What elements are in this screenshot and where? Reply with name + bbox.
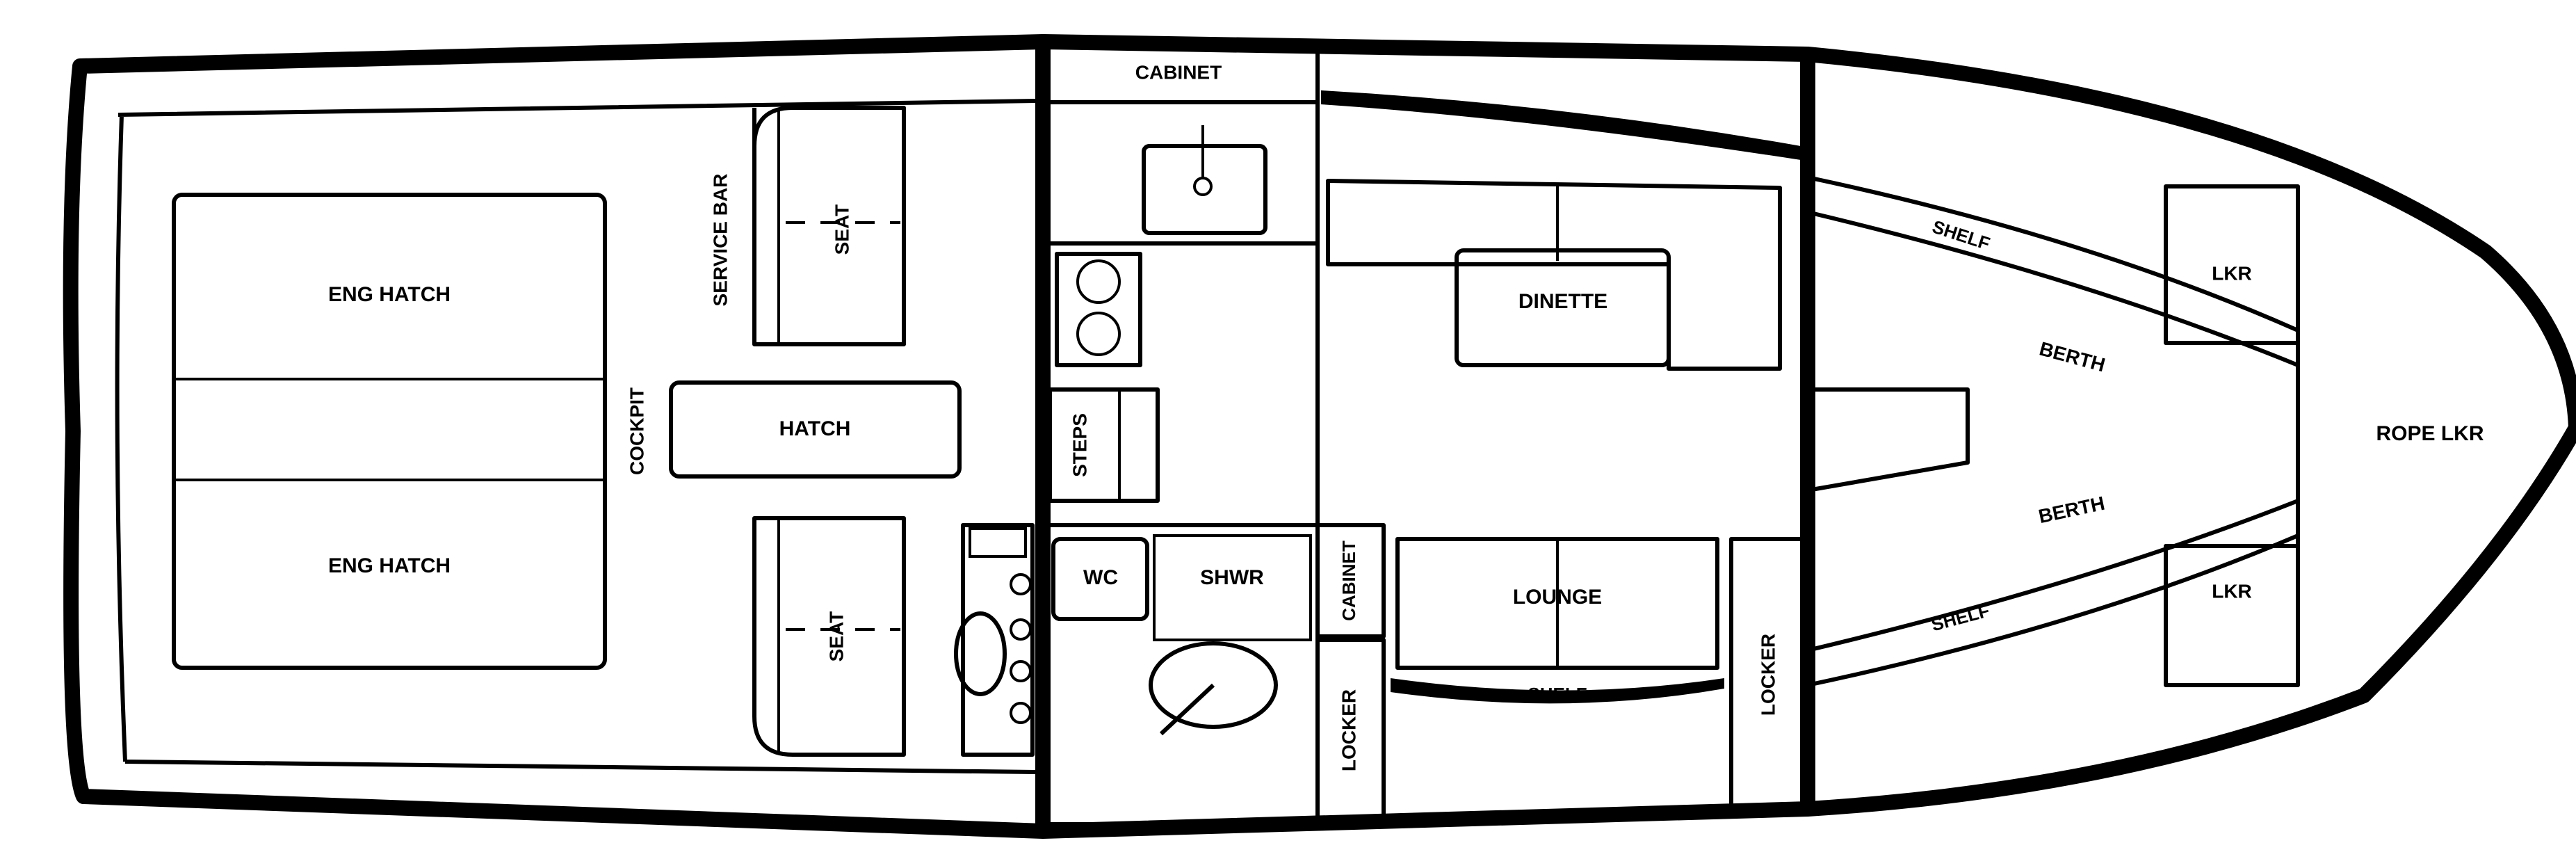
shwr-label: SHWR [1200, 566, 1264, 589]
locker-left-label: LOCKER [1338, 689, 1359, 771]
shelf-upper-line-1 [1807, 175, 2299, 332]
gauge-2 [1010, 618, 1032, 641]
lkr-lower-label: LKR [2212, 580, 2252, 602]
gauge-4 [1010, 702, 1032, 724]
burner-1 [1076, 259, 1121, 304]
helm-panel [969, 527, 1027, 558]
seat-upper [752, 106, 906, 346]
berth-lower-label: BERTH [2036, 492, 2107, 527]
shelf-lower-line-1 [1807, 499, 2299, 652]
shelf-upper-line-2 [1807, 210, 2299, 367]
dinette-seat [1326, 179, 1782, 371]
sink [1142, 144, 1267, 235]
hull-outline [63, 34, 2576, 839]
berth-centerline [1807, 387, 1970, 492]
sink-drain [1193, 177, 1213, 196]
hull-wood-upper [1321, 90, 1801, 160]
lkr-upper-label: LKR [2212, 262, 2252, 284]
eng-hatch-area [172, 193, 607, 670]
burner-2 [1076, 312, 1121, 356]
eng-hatch-upper-label: ENG HATCH [328, 283, 451, 306]
shelf-lower-line-2 [1807, 533, 2299, 687]
seat-lower [752, 516, 906, 757]
helm-wheel [954, 611, 1007, 696]
cabinet-side [1315, 523, 1386, 639]
hatch-label: HATCH [779, 417, 851, 440]
gauge-1 [1010, 573, 1032, 595]
lounge-label: LOUNGE [1513, 586, 1602, 609]
seat-lower-label: SEAT [825, 611, 847, 662]
lkr-upper-box [2164, 184, 2300, 345]
wc-box [1051, 537, 1149, 621]
head-basin [1149, 641, 1278, 729]
shelf-lower-label: SHELF [1929, 600, 1991, 635]
locker-right [1729, 537, 1810, 812]
cabinet-top [1041, 41, 1320, 104]
cabinet-top-label: CABINET [1135, 61, 1222, 83]
dinette-label: DINETTE [1518, 290, 1607, 313]
gauge-3 [1010, 660, 1032, 682]
hatch-rect [669, 380, 962, 479]
helm-console [961, 523, 1035, 757]
steps-label: STEPS [1069, 413, 1090, 477]
basin-handle [1159, 683, 1215, 736]
eng-hatch-lower-label: ENG HATCH [328, 554, 451, 577]
locker-right-label: LOCKER [1757, 634, 1779, 716]
lounge-seat [1395, 537, 1719, 670]
shelf-lounge-label: SHELF [1528, 684, 1587, 705]
deck-inner-line [115, 99, 1037, 774]
seat-upper-label: SEAT [831, 204, 852, 255]
cabinet-side-label: CABINET [1338, 540, 1359, 621]
shower-box [1153, 534, 1312, 641]
steps [1048, 387, 1160, 503]
berth-upper-label: BERTH [2037, 338, 2107, 376]
wc-label: WC [1083, 566, 1118, 589]
lkr-lower-box [2164, 544, 2300, 687]
cockpit-label: COCKPIT [626, 387, 647, 475]
locker-left [1315, 638, 1386, 826]
rope-lkr-label: ROPE LKR [2376, 422, 2484, 445]
service-bar-label: SERVICE BAR [709, 174, 731, 307]
stove [1055, 252, 1142, 367]
dinette-table [1455, 248, 1671, 367]
lounge-shelf-wood [1391, 678, 1724, 704]
